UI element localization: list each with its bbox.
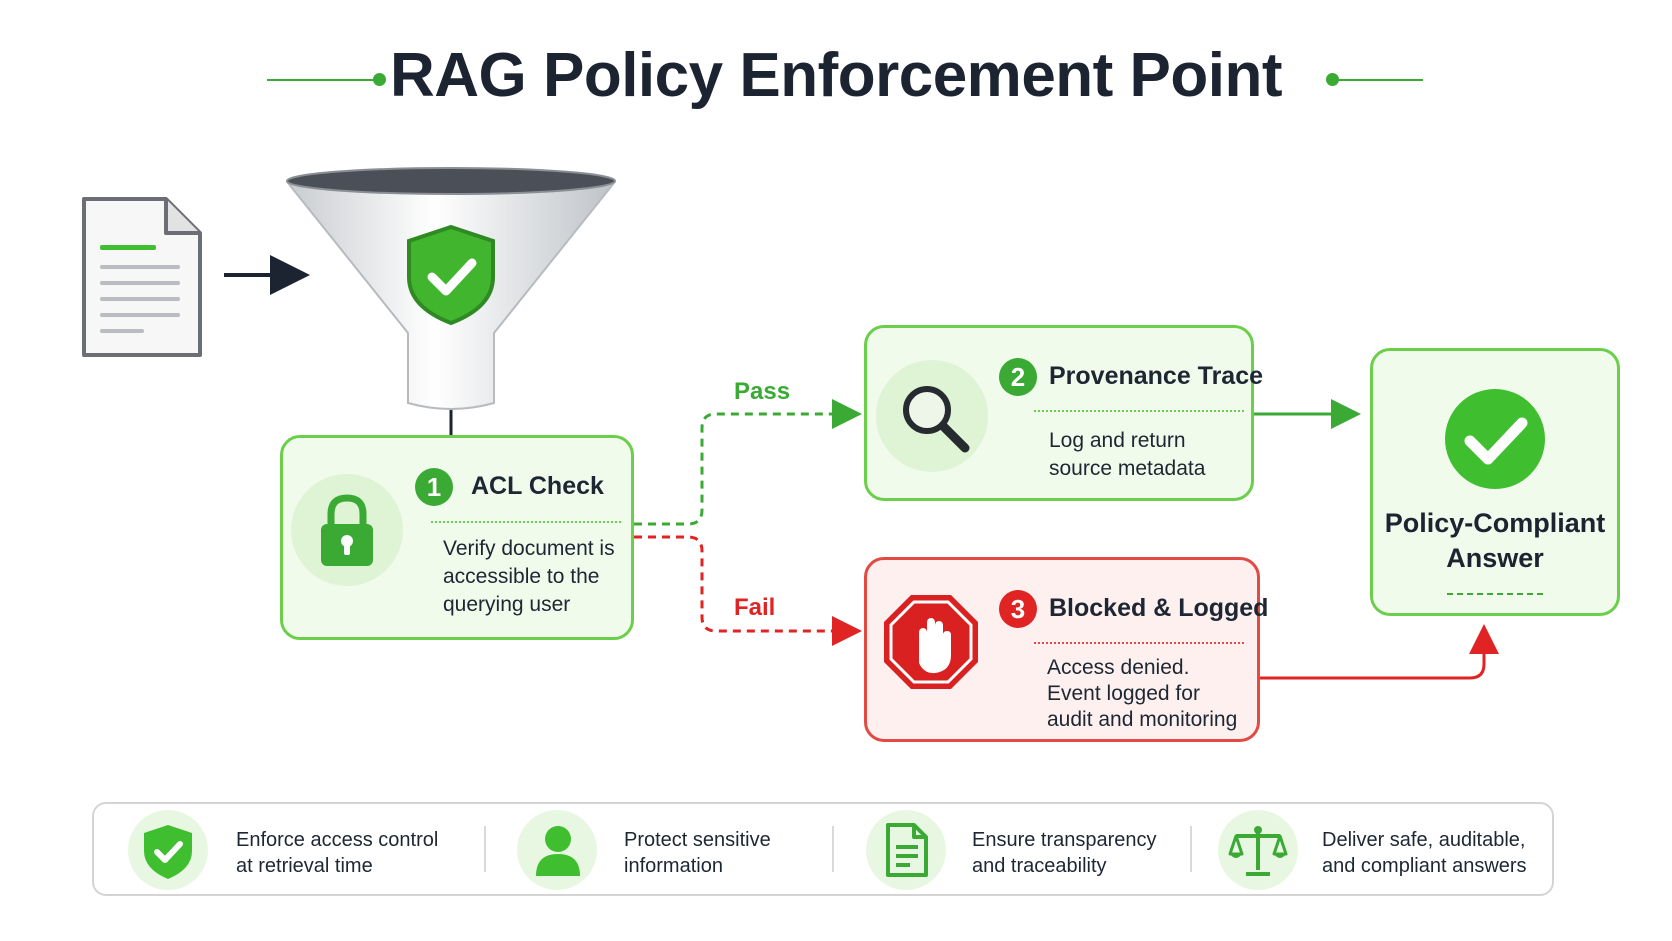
title-decoration-right (1333, 79, 1423, 81)
step-title: Provenance Trace (1049, 362, 1264, 390)
benefit-divider (484, 826, 486, 872)
funnel-icon (285, 167, 617, 410)
result-title: Policy-Compliant Answer (1384, 508, 1606, 573)
step-number-badge: 1 (415, 468, 453, 506)
blocked-logged-card: 3 Blocked & Logged Access denied. Event … (864, 557, 1268, 742)
step-number-badge: 3 (999, 590, 1037, 628)
document-icon (886, 823, 928, 877)
funnel-shield-icon (407, 224, 495, 326)
benefit-text: Ensure transparency and traceability (972, 829, 1157, 877)
policy-compliant-answer-card: Policy-Compliant Answer (1370, 348, 1620, 616)
page-title: RAG Policy Enforcement Point (389, 41, 1283, 110)
pass-label: Pass (734, 378, 791, 405)
result-divider (1447, 593, 1543, 595)
stop-hand-icon (884, 595, 978, 689)
provenance-trace-card: 2 Provenance Trace Log and return source… (864, 325, 1263, 501)
benefit-text: Deliver safe, auditable, and compliant a… (1322, 829, 1527, 877)
step-number-badge: 2 (999, 358, 1037, 396)
fail-connector (634, 535, 862, 646)
step-description: Access denied. Event logged for audit an… (1047, 656, 1238, 731)
benefit-divider (1190, 826, 1192, 872)
step-title: ACL Check (471, 472, 604, 500)
step-divider (1034, 410, 1244, 412)
padlock-icon (321, 494, 373, 566)
benefits-bar (92, 802, 1554, 896)
scales-icon (1228, 826, 1288, 876)
step-description: Verify document is accessible to the que… (443, 537, 615, 616)
document-input-icon (82, 197, 202, 357)
step-divider (431, 521, 621, 523)
benefit-divider (832, 826, 834, 872)
pass-connector (634, 399, 862, 526)
benefit-text: Enforce access control at retrieval time (236, 829, 439, 877)
step-divider (1034, 642, 1244, 644)
title-decoration-left-dot (373, 73, 386, 86)
check-circle-icon (1445, 389, 1545, 489)
benefit-text: Protect sensitive information (624, 829, 771, 877)
fail-label: Fail (734, 594, 776, 621)
acl-check-card: 1 ACL Check Verify document is accessibl… (280, 435, 634, 640)
user-icon (536, 826, 580, 876)
magnifier-icon (903, 386, 970, 453)
title-decoration-right-dot (1326, 73, 1339, 86)
blocked-to-answer-arrow (1260, 624, 1499, 680)
step-description: Log and return source metadata (1049, 429, 1206, 480)
step-title: Blocked & Logged (1049, 594, 1269, 622)
title-decoration-left (267, 79, 379, 81)
shield-check-icon (144, 825, 192, 879)
